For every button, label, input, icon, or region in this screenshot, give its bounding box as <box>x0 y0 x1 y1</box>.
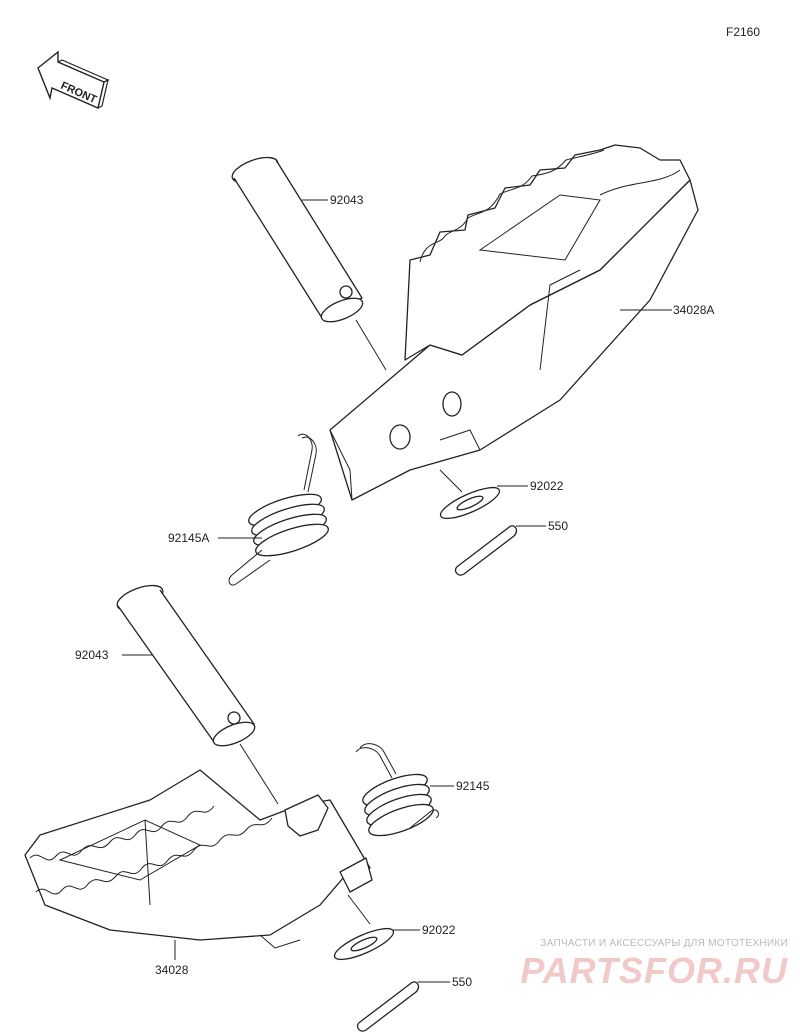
watermark-tagline: ЗАПЧАСТИ И АКСЕССУАРЫ ДЛЯ МОТОТЕХНИКИ <box>540 938 788 949</box>
label-cotter-bottom: 550 <box>452 975 472 989</box>
cotter-pin-bottom <box>356 981 420 1032</box>
washer-bottom <box>333 927 395 961</box>
label-pin-bottom: 92043 <box>75 648 109 662</box>
figure-code: F2160 <box>726 25 760 39</box>
label-spring-top: 92145A <box>168 531 209 545</box>
watermark-logo: PARTSFOR.RU <box>520 950 788 991</box>
washer-top <box>439 469 501 520</box>
spring-top <box>228 433 329 586</box>
footpeg-bottom <box>24 769 373 949</box>
label-cotter-top: 550 <box>548 519 568 533</box>
label-spring-bottom: 92145 <box>456 779 490 793</box>
footpeg-top <box>329 144 699 501</box>
label-washer-bottom: 92022 <box>422 923 456 937</box>
pin-top <box>231 156 387 371</box>
spring-bottom <box>355 743 439 837</box>
cotter-pin-top <box>454 525 518 576</box>
label-washer-top: 92022 <box>530 479 564 493</box>
label-footpeg-top: 34028A <box>673 303 714 317</box>
label-pin-top: 92043 <box>330 193 364 207</box>
front-arrow-icon: FRONT <box>37 50 110 109</box>
label-footpeg-bottom: 34028 <box>155 963 189 977</box>
pin-bottom <box>116 584 279 805</box>
